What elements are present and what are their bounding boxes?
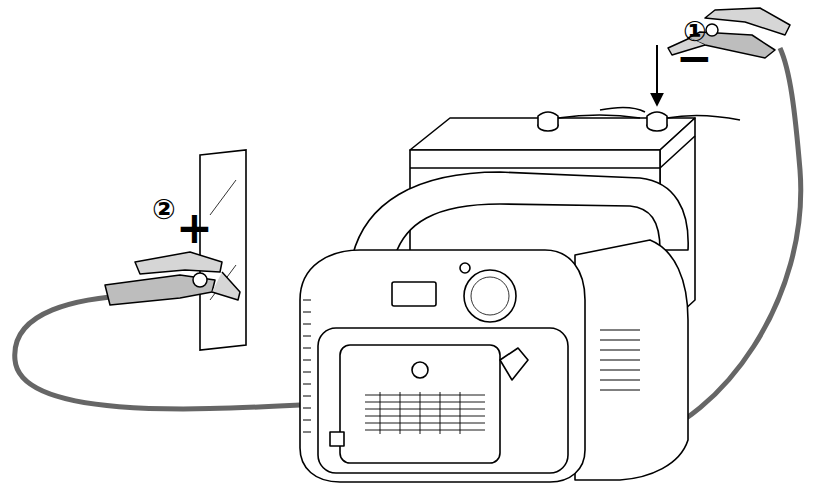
gauge (464, 270, 516, 322)
starter-side (575, 240, 688, 480)
clamp-positive (105, 252, 240, 305)
vent-grid (365, 392, 485, 434)
battery-terminal (600, 107, 740, 131)
switch (330, 432, 344, 446)
connection-arrow (656, 45, 658, 104)
gauge (471, 277, 509, 315)
polarity-sign: − (676, 36, 713, 80)
display (392, 282, 436, 306)
polarity-sign: + (176, 206, 213, 250)
latch (500, 348, 528, 380)
callout-number: ② (152, 196, 176, 224)
outlet-cover (340, 345, 500, 463)
starter-knob (460, 263, 470, 273)
front-panel (318, 328, 568, 473)
jump-starter (300, 172, 688, 482)
starter-body (300, 250, 585, 482)
outlet-button (412, 362, 428, 378)
battery-lid-rim (410, 136, 695, 168)
cable (15, 295, 300, 409)
side-vents (303, 300, 640, 432)
battery-terminal (538, 112, 640, 131)
metal-panel (200, 150, 246, 350)
